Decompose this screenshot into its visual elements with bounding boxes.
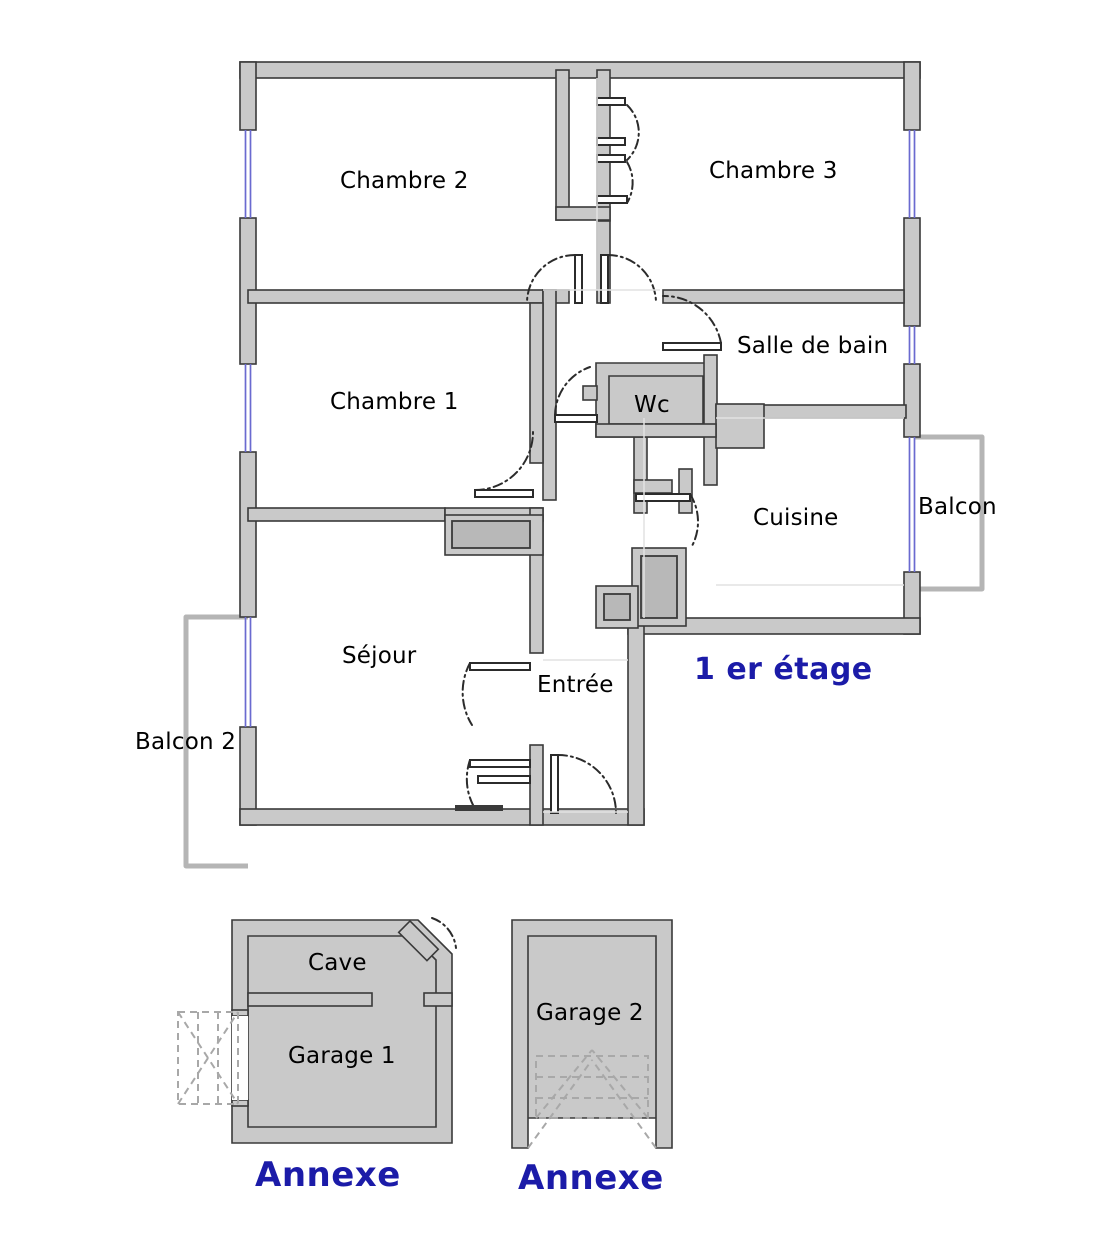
room-label-garage-2: Garage 2 — [536, 1000, 644, 1026]
door-entree-main — [550, 754, 617, 814]
room-label-balcon: Balcon — [918, 494, 997, 520]
room-label-entree: Entrée — [537, 672, 614, 698]
interior-walls-left — [247, 302, 544, 826]
window-right-salledebain — [908, 326, 916, 364]
door-chambre3-hall — [600, 254, 657, 304]
main-floor-outer-walls — [239, 61, 921, 826]
fixture-placard-sejour — [444, 514, 544, 556]
room-label-garage-1: Garage 1 — [288, 1043, 396, 1069]
annexe-2-garage-door — [527, 1049, 657, 1149]
wc-walls — [582, 354, 907, 514]
level-title-annexe-2: Annexe — [518, 1158, 664, 1198]
window-left-chambre2 — [244, 130, 252, 218]
door-hall-cuisine — [635, 493, 699, 547]
door-sejour-entree-upper — [461, 662, 531, 726]
room-label-chambre-1: Chambre 1 — [330, 389, 459, 415]
room-label-cuisine: Cuisine — [753, 505, 839, 531]
door-salle-de-bain — [662, 294, 722, 351]
annexe-1-walls — [231, 917, 457, 1144]
door-chambre2-hall — [526, 254, 583, 304]
level-title-annexe-1: Annexe — [255, 1155, 401, 1195]
room-label-chambre-2: Chambre 2 — [340, 168, 469, 194]
room-label-sejour: Séjour — [342, 643, 417, 669]
door-sejour-entree-lower — [455, 759, 531, 811]
annexe-2-walls — [511, 919, 673, 1149]
level-title-main-floor: 1 er étage — [694, 652, 873, 687]
balcon-2-left-outline — [183, 614, 248, 869]
window-right-chambre3 — [908, 130, 916, 218]
room-label-balcon-2: Balcon 2 — [135, 729, 237, 755]
cuisine-fixtures — [595, 547, 687, 629]
room-label-chambre-3: Chambre 3 — [709, 158, 838, 184]
guide-lines — [543, 78, 904, 813]
balcon-right-outline — [915, 434, 985, 592]
window-left-chambre1 — [244, 364, 252, 452]
room-label-cave: Cave — [308, 950, 367, 976]
room-label-wc: Wc — [634, 392, 670, 418]
door-chambre1 — [474, 431, 534, 498]
door-wc — [554, 366, 598, 423]
room-label-salle-de-bain: Salle de bain — [737, 333, 889, 359]
window-left-sejour — [244, 617, 252, 727]
window-right-cuisine-balcon-door — [908, 437, 916, 572]
annexe-1-garage-door — [177, 1011, 239, 1105]
